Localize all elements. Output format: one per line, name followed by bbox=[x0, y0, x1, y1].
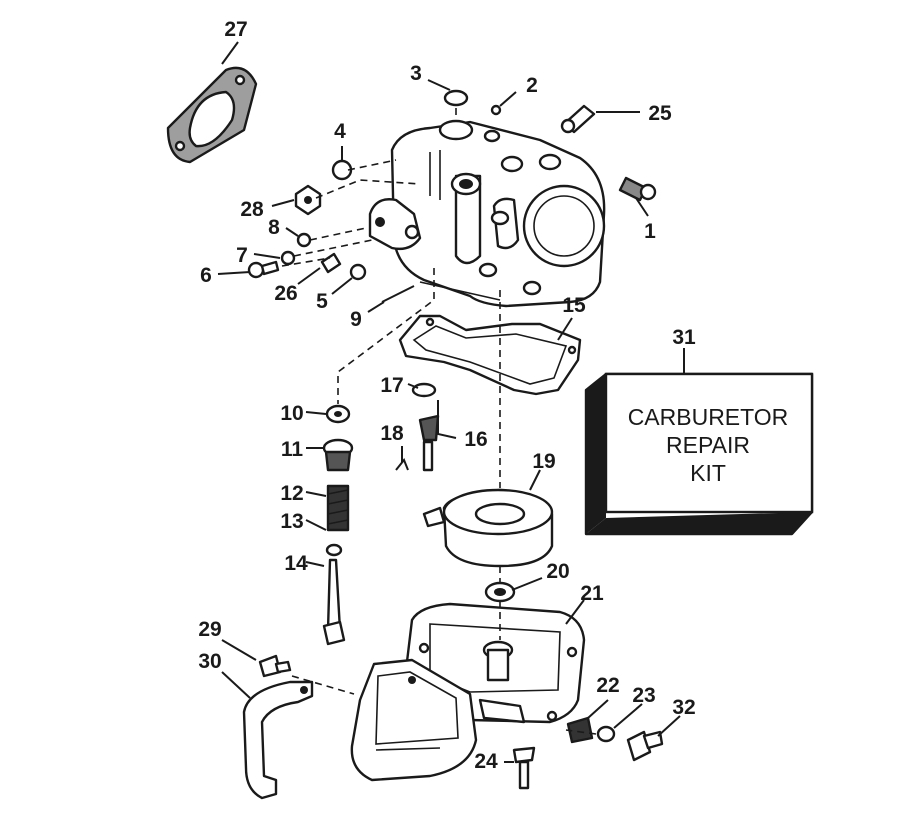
part-28-nut bbox=[294, 184, 322, 216]
part-23-washer bbox=[596, 725, 616, 743]
callout-21: 21 bbox=[580, 582, 604, 605]
part-13-washer bbox=[325, 543, 343, 557]
callout-20: 20 bbox=[546, 560, 569, 583]
callout-28: 28 bbox=[240, 198, 264, 221]
part-27-flange-gasket bbox=[166, 66, 258, 164]
kit-line-3: KIT bbox=[690, 460, 726, 486]
part-12-spring bbox=[326, 484, 350, 532]
kit-line-2: REPAIR bbox=[666, 432, 750, 458]
part-29-screw bbox=[258, 654, 292, 678]
callout-4: 4 bbox=[334, 120, 346, 143]
callout-5: 5 bbox=[316, 290, 328, 313]
callout-24: 24 bbox=[474, 750, 498, 773]
callout-2: 2 bbox=[526, 74, 538, 97]
callout-1: 1 bbox=[644, 220, 656, 243]
callout-9: 9 bbox=[350, 308, 362, 331]
part-5-nut bbox=[349, 263, 367, 281]
part-19-float bbox=[422, 488, 554, 568]
callout-17: 17 bbox=[380, 374, 403, 397]
callout-labels: 27 3 2 4 25 1 28 8 7 6 26 5 9 15 31 17 1… bbox=[198, 18, 696, 773]
callout-10: 10 bbox=[280, 402, 303, 425]
part-32-bolt bbox=[626, 730, 664, 762]
part-18-clip bbox=[395, 458, 409, 471]
callout-8: 8 bbox=[268, 216, 280, 239]
part-31-repair-kit: CARBURETOR REPAIR KIT bbox=[584, 372, 814, 536]
callout-3: 3 bbox=[410, 62, 422, 85]
part-14-needle bbox=[322, 558, 346, 646]
callout-12: 12 bbox=[280, 482, 303, 505]
callout-29: 29 bbox=[198, 618, 221, 641]
callout-26: 26 bbox=[274, 282, 297, 305]
callout-6: 6 bbox=[200, 264, 212, 287]
part-6-screw bbox=[247, 260, 280, 279]
part-15-bowl-gasket bbox=[398, 314, 582, 396]
part-11-seat bbox=[322, 438, 354, 472]
part-22-screw bbox=[566, 716, 594, 744]
part-16-needle-valve bbox=[418, 414, 440, 472]
callout-19: 19 bbox=[532, 450, 555, 473]
callout-14: 14 bbox=[284, 552, 308, 575]
leader-lines bbox=[217, 41, 685, 763]
part-2-ball bbox=[490, 104, 502, 116]
part-9-pin bbox=[381, 285, 415, 303]
callout-32: 32 bbox=[672, 696, 695, 719]
part-20-gasket bbox=[484, 581, 516, 603]
callout-27: 27 bbox=[224, 18, 247, 41]
callout-31: 31 bbox=[672, 326, 696, 349]
part-17-gasket bbox=[411, 382, 437, 398]
callout-25: 25 bbox=[648, 102, 672, 125]
callout-11: 11 bbox=[281, 438, 304, 461]
part-8-washer bbox=[296, 232, 312, 248]
part-carburetor-body bbox=[368, 119, 606, 308]
kit-line-1: CARBURETOR bbox=[628, 404, 789, 430]
callout-30: 30 bbox=[198, 650, 221, 673]
part-1-screw bbox=[618, 176, 657, 202]
part-26-fitting bbox=[320, 252, 342, 274]
part-21-float-bowl bbox=[350, 602, 586, 782]
callout-13: 13 bbox=[280, 510, 303, 533]
callout-18: 18 bbox=[380, 422, 404, 445]
callout-23: 23 bbox=[632, 684, 655, 707]
part-3-plug bbox=[443, 89, 469, 107]
part-30-clamp bbox=[242, 680, 314, 800]
part-7-washer bbox=[280, 250, 296, 266]
callout-22: 22 bbox=[596, 674, 619, 697]
part-25-fitting bbox=[560, 104, 596, 134]
callout-15: 15 bbox=[562, 294, 586, 317]
alignment-lines bbox=[281, 108, 597, 735]
part-24-screw bbox=[512, 746, 536, 790]
part-10-washer bbox=[325, 404, 351, 424]
callout-16: 16 bbox=[464, 428, 487, 451]
callout-7: 7 bbox=[236, 244, 248, 267]
